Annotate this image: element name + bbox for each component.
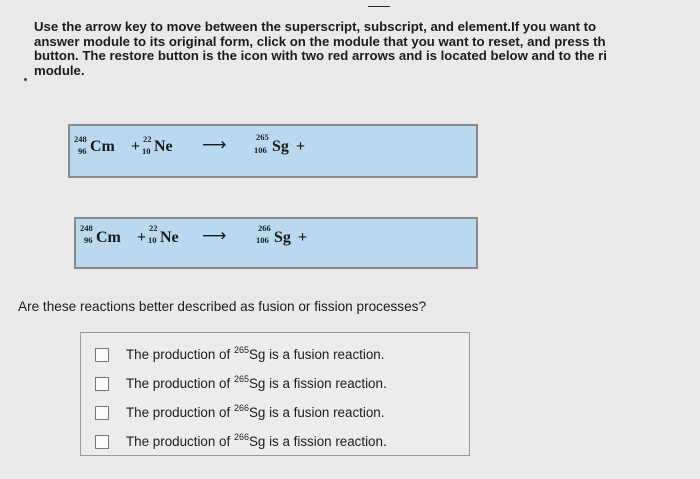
atomic-number[interactable]: 10: [142, 146, 151, 156]
option-row[interactable]: The production of 266Sg is a fusion reac…: [81, 402, 467, 424]
option-symbol: Sg: [248, 376, 266, 391]
atomic-number[interactable]: 96: [78, 146, 87, 156]
mass-number[interactable]: 266: [258, 223, 271, 233]
answer-options: The production of 265Sg is a fusion reac…: [80, 332, 470, 456]
atomic-number[interactable]: 10: [148, 235, 157, 245]
atomic-number[interactable]: 96: [84, 235, 93, 245]
instructions-line: Use the arrow key to move between the su…: [34, 19, 597, 34]
option-label[interactable]: The production of 266Sg is a fusion reac…: [126, 403, 385, 421]
atomic-number[interactable]: 106: [256, 235, 269, 245]
instructions-line: button. The restore button is the icon w…: [34, 48, 607, 63]
option-prefix: The production of: [126, 434, 234, 449]
element-symbol[interactable]: Sg: [274, 229, 291, 246]
mass-number[interactable]: 22: [143, 134, 152, 144]
top-divider: [368, 6, 390, 7]
element-symbol[interactable]: Sg: [272, 138, 289, 155]
bullet-dot: [24, 78, 27, 81]
option-mass: 265: [233, 345, 249, 355]
equation-module-1[interactable]: 248 96 Cm + 22 10 Ne ⟶ 265 106 Sg +: [68, 124, 478, 178]
plus-sign: +: [298, 229, 308, 246]
option-label[interactable]: The production of 266Sg is a fission rea…: [126, 432, 387, 450]
instructions-line: answer module to its original form, clic…: [34, 33, 606, 49]
option-prefix: The production of: [126, 405, 234, 420]
element-symbol[interactable]: Cm: [90, 138, 115, 155]
atomic-number[interactable]: 106: [254, 145, 267, 155]
element-symbol[interactable]: Ne: [154, 138, 173, 155]
instructions-line: module.: [34, 62, 85, 78]
option-prefix: The production of: [126, 347, 234, 362]
option-symbol: Sg: [248, 434, 266, 449]
option-checkbox[interactable]: [95, 406, 109, 420]
plus-sign: +: [131, 138, 141, 155]
question-text: Are these reactions better described as …: [18, 299, 427, 314]
option-mass: 266: [233, 432, 249, 442]
option-row[interactable]: The production of 265Sg is a fusion reac…: [81, 344, 467, 366]
option-suffix: is a fusion reaction.: [265, 405, 385, 420]
option-suffix: is a fusion reaction.: [265, 347, 385, 362]
reaction-arrow: ⟶: [202, 226, 227, 246]
option-mass: 265: [233, 374, 249, 384]
option-row[interactable]: The production of 266Sg is a fission rea…: [81, 431, 467, 453]
option-mass: 266: [233, 403, 249, 413]
option-checkbox[interactable]: [95, 377, 109, 391]
instructions-text: Use the arrow key to move between the su…: [34, 19, 700, 78]
mass-number[interactable]: 248: [74, 134, 87, 144]
plus-sign: +: [137, 229, 147, 246]
option-row[interactable]: The production of 265Sg is a fission rea…: [81, 373, 467, 395]
reaction-arrow: ⟶: [202, 135, 227, 155]
option-suffix: is a fission reaction.: [265, 434, 387, 449]
option-checkbox[interactable]: [95, 435, 109, 449]
plus-sign: +: [296, 138, 306, 155]
option-label[interactable]: The production of 265Sg is a fusion reac…: [126, 345, 385, 363]
mass-number[interactable]: 22: [149, 223, 158, 233]
option-label[interactable]: The production of 265Sg is a fission rea…: [126, 374, 387, 392]
option-suffix: is a fission reaction.: [265, 376, 387, 391]
element-symbol[interactable]: Ne: [160, 229, 179, 246]
option-prefix: The production of: [126, 376, 234, 391]
mass-number[interactable]: 265: [256, 132, 269, 142]
mass-number[interactable]: 248: [80, 223, 93, 233]
option-symbol: Sg: [248, 405, 266, 420]
option-symbol: Sg: [248, 347, 266, 362]
equation-module-2[interactable]: 248 96 Cm + 22 10 Ne ⟶ 266 106 Sg +: [74, 217, 478, 269]
element-symbol[interactable]: Cm: [96, 229, 121, 246]
option-checkbox[interactable]: [95, 348, 109, 362]
